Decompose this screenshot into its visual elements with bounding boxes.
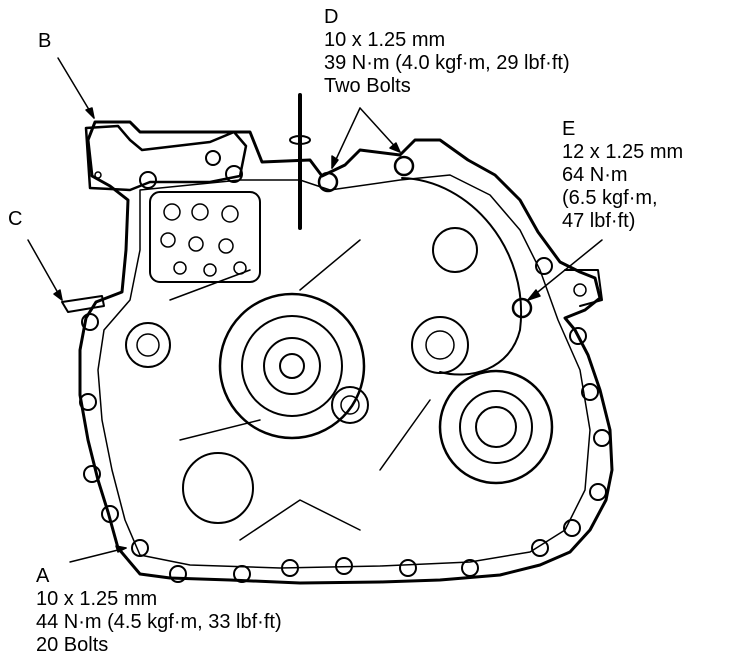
solenoid [163, 203, 181, 221]
boss [340, 395, 360, 415]
output-shaft-center [475, 406, 517, 448]
output-shaft-bearing [438, 369, 554, 485]
solenoid [173, 261, 187, 275]
solenoid [160, 232, 176, 248]
boss [331, 386, 369, 424]
solenoid [221, 205, 239, 223]
input-shaft-bearing-inner [241, 315, 343, 417]
callout-c: C [8, 208, 22, 231]
solenoid [191, 203, 209, 221]
solenoid [233, 261, 247, 275]
leader-lines [27, 57, 603, 563]
callout-d-letter: D [324, 6, 339, 28]
bracket-hole [573, 283, 587, 297]
case-outline [78, 120, 614, 585]
perimeter-bolts [79, 165, 611, 583]
callout-e-torque-line3: 47 lbf·ft) [562, 210, 636, 232]
input-shaft-bearing [218, 292, 366, 440]
dipstick-cap [289, 135, 311, 145]
callout-a-size: 10 x 1.25 mm [36, 588, 158, 610]
callout-c-letter: C [8, 208, 23, 230]
bracket-hole [94, 171, 102, 179]
boss [136, 333, 160, 357]
callout-a-count: 20 Bolts [36, 634, 109, 656]
callout-e-torque-line1: 64 N·m [562, 164, 628, 186]
rib [169, 239, 431, 541]
callout-d: D 10 x 1.25 mm 39 N·m (4.0 kgf·m, 29 lbf… [324, 6, 570, 98]
bracket-b [84, 124, 248, 192]
bolt-d [317, 171, 339, 193]
callout-e: E 12 x 1.25 mm 64 N·m (6.5 kgf·m, 47 lbf… [562, 118, 683, 233]
callout-a-torque: 44 N·m (4.5 kgf·m, 33 lbf·ft) [36, 611, 282, 633]
solenoid [188, 236, 204, 252]
bolt-d [393, 155, 415, 177]
bolt-e [511, 297, 533, 319]
input-shaft-hub [263, 337, 321, 395]
bracket-hole [205, 150, 221, 166]
callout-d-size: 10 x 1.25 mm [324, 29, 446, 51]
callout-d-count: Two Bolts [324, 75, 411, 97]
valve-body [149, 191, 261, 283]
mount-bracket [564, 269, 603, 307]
solenoid [203, 263, 217, 277]
boss [425, 330, 455, 360]
output-shaft-bearing-inner [459, 390, 533, 464]
boss [182, 452, 254, 524]
callout-e-size: 12 x 1.25 mm [562, 141, 684, 163]
callout-e-letter: E [562, 118, 576, 140]
solenoid [218, 238, 234, 254]
callout-a-letter: A [36, 565, 50, 587]
callout-d-torque: 39 N·m (4.0 kgf·m, 29 lbf·ft) [324, 52, 570, 74]
case-flange [97, 174, 591, 569]
boss [125, 322, 171, 368]
callout-a: A 10 x 1.25 mm 44 N·m (4.5 kgf·m, 33 lbf… [36, 565, 282, 657]
gear-housing-arc [401, 177, 523, 376]
callout-b: B [38, 30, 51, 53]
input-shaft-center [279, 353, 305, 379]
callout-e-torque-line2: (6.5 kgf·m, [562, 187, 658, 209]
boss [432, 227, 478, 273]
sensor-c [61, 295, 105, 313]
boss [411, 316, 469, 374]
callout-b-letter: B [38, 30, 52, 52]
